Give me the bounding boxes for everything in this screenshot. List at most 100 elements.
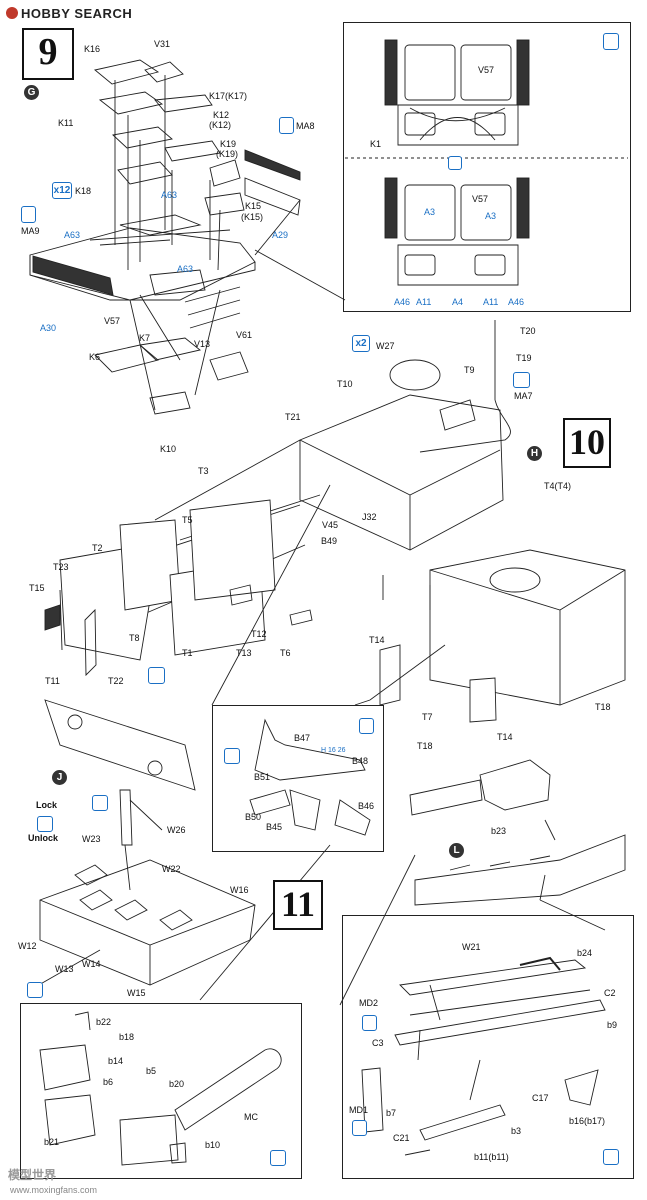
quantity-label: H 16 26 [321, 747, 346, 754]
paint-icon [270, 1150, 286, 1166]
part-label: T12 [251, 629, 267, 639]
part-label: A63 [64, 230, 81, 240]
part-label: K12 [213, 110, 230, 120]
logo-icon [6, 7, 18, 19]
part-label: J32 [362, 512, 377, 522]
paint-icon [359, 718, 374, 734]
paint-icon [603, 33, 619, 50]
part-label: A46 [394, 297, 411, 307]
part-label: A11 [483, 297, 499, 307]
part-label: W22 [162, 864, 181, 874]
inset-panel-top [343, 22, 631, 312]
part-label: W23 [82, 834, 101, 844]
drill-icon [92, 795, 108, 811]
part-label: A63 [177, 264, 194, 274]
part-label: T9 [464, 365, 475, 375]
step-number-11: 11 [273, 880, 323, 930]
part-label: B45 [266, 822, 283, 832]
part-label: T23 [53, 562, 69, 572]
part-label: b16(b17) [569, 1116, 606, 1126]
part-label: W15 [127, 988, 146, 998]
sub-assembly-l-marker: L [449, 843, 464, 858]
inset-panel-b [20, 1003, 302, 1179]
part-label: T1 [182, 648, 193, 658]
part-label: b9 [607, 1020, 618, 1030]
glue-icon [362, 1015, 377, 1031]
part-label: T14 [497, 732, 513, 742]
part-label: A3 [485, 211, 497, 221]
part-label: T8 [129, 633, 140, 643]
part-label: B49 [321, 536, 338, 546]
part-label: K16 [84, 44, 101, 54]
part-label: V31 [154, 39, 171, 49]
part-label: W16 [230, 885, 249, 895]
part-label: B50 [245, 812, 262, 822]
rotate-icon [448, 156, 462, 170]
part-label: b24 [577, 948, 593, 958]
part-label: A4 [452, 297, 464, 307]
part-label: A63 [161, 190, 178, 200]
brand-name: HOBBY SEARCH [21, 6, 133, 21]
part-label: MA7 [514, 391, 533, 401]
part-label: W14 [82, 959, 101, 969]
part-label: T15 [29, 583, 45, 593]
part-label: b20 [169, 1079, 185, 1089]
part-label: K7 [139, 333, 151, 343]
part-label: T19 [516, 353, 532, 363]
part-label: A29 [272, 230, 289, 240]
part-label: W21 [462, 942, 481, 952]
part-label: V13 [194, 339, 211, 349]
paint-icon [279, 117, 294, 134]
part-label: b5 [146, 1066, 157, 1076]
inset-panel-l [342, 915, 634, 1179]
part-label: T5 [182, 515, 193, 525]
part-label: C3 [372, 1038, 384, 1048]
part-label: K18 [75, 186, 92, 196]
part-label: b14 [108, 1056, 124, 1066]
note-icon [513, 372, 530, 388]
part-label: C17 [532, 1093, 549, 1103]
part-label: (K19) [216, 149, 239, 159]
part-label: b10 [205, 1140, 221, 1150]
part-label: A30 [40, 323, 57, 333]
hobby-search-logo: HOBBY SEARCH [6, 6, 132, 21]
part-label: MD1 [349, 1105, 369, 1115]
watermark-cn: 模型世界 [8, 1168, 57, 1182]
part-label: V57 [478, 65, 495, 75]
part-label: T7 [422, 712, 433, 722]
part-label: MD2 [359, 998, 379, 1008]
part-label: T18 [417, 741, 433, 751]
part-label: (K12) [209, 120, 232, 130]
paint-icon [603, 1149, 619, 1165]
lock-icon [37, 816, 53, 832]
part-label: K17(K17) [209, 91, 248, 101]
part-label: W26 [167, 825, 186, 835]
part-label: K19 [220, 139, 237, 149]
part-label: K6 [89, 352, 101, 362]
part-label: T4(T4) [544, 481, 571, 491]
part-label: B51 [254, 772, 271, 782]
part-label: A11 [416, 297, 432, 307]
glue-icon [21, 206, 36, 223]
lock-label: Lock [36, 800, 58, 810]
glue-icon [352, 1120, 367, 1136]
sub-assembly-g-marker: G [24, 85, 39, 100]
part-label: C2 [604, 988, 616, 998]
part-label: MA8 [296, 121, 315, 131]
part-label: V45 [322, 520, 339, 530]
part-label: B47 [294, 733, 311, 743]
inset-panel-b-parts [212, 705, 384, 852]
part-label: (K15) [241, 212, 264, 222]
part-label: B48 [352, 756, 369, 766]
part-label: W13 [55, 964, 74, 974]
part-label: b11(b11) [474, 1152, 509, 1162]
part-label: V57 [104, 316, 121, 326]
part-label: K11 [58, 118, 74, 128]
part-label: b22 [96, 1017, 112, 1027]
step-number-9: 9 [22, 28, 74, 80]
part-label: C21 [393, 1133, 410, 1143]
watermark-url: www.moxingfans.com [10, 1185, 98, 1195]
unlock-label: Unlock [28, 833, 59, 843]
part-label: T14 [369, 635, 385, 645]
part-label: T21 [285, 412, 301, 422]
